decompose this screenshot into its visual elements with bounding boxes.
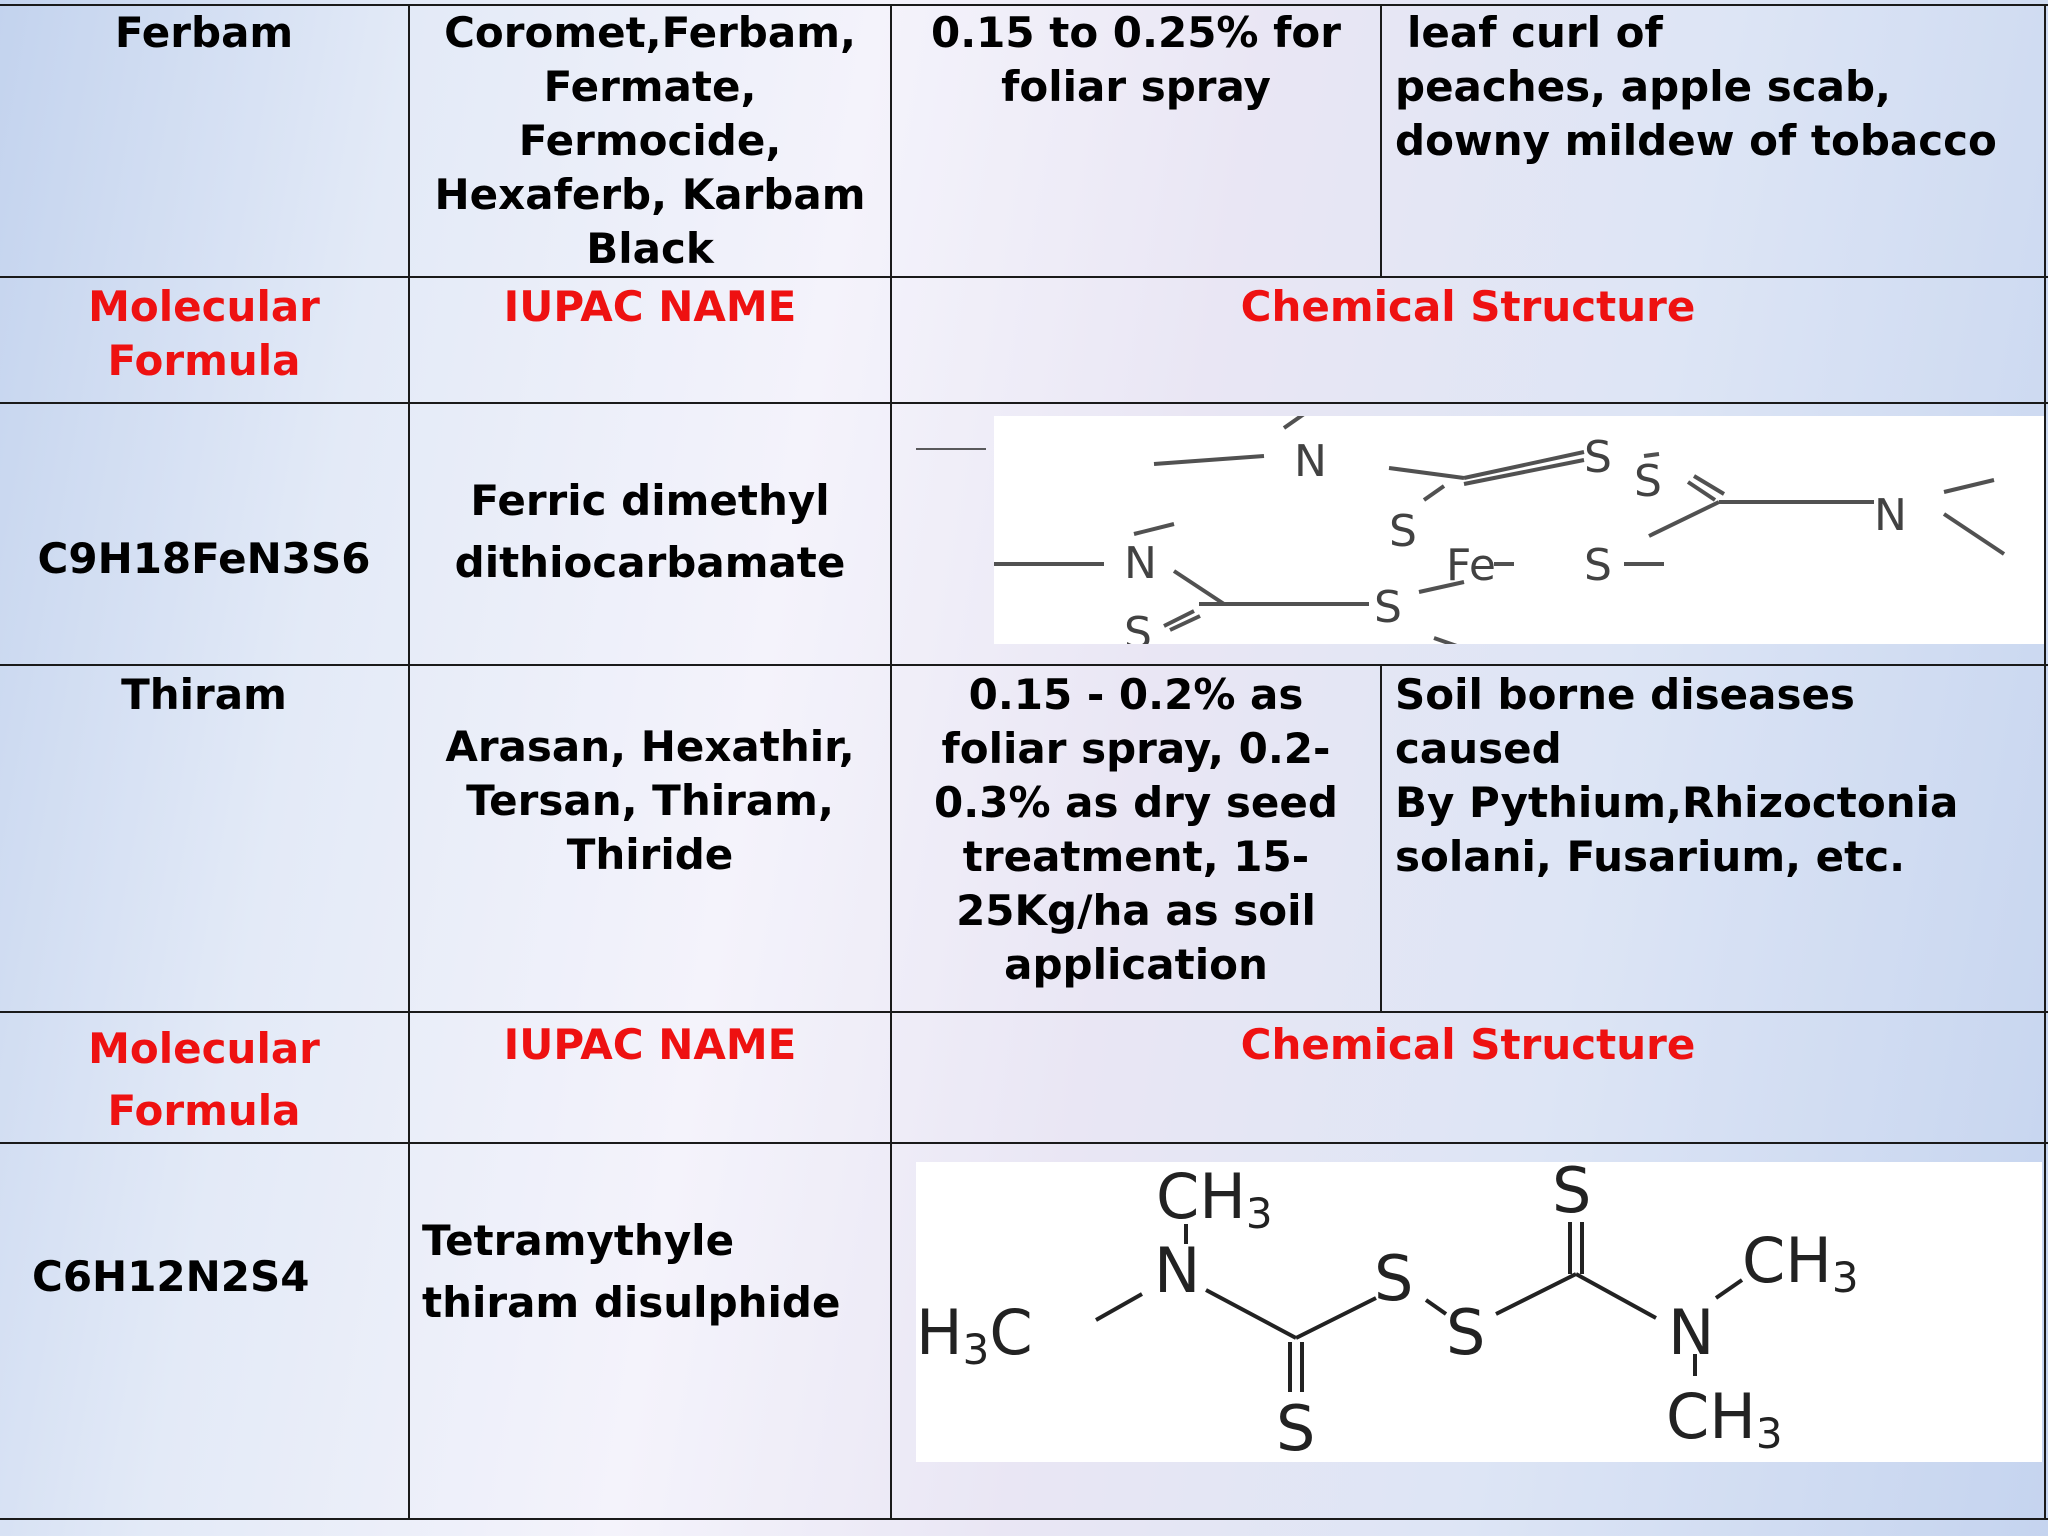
svg-text:H3C: H3C xyxy=(916,1296,1033,1374)
thiram-diseases-line: caused xyxy=(1395,724,1562,773)
svg-text:S: S xyxy=(1584,540,1612,591)
svg-text:CH3: CH3 xyxy=(1666,1380,1783,1458)
thiram-diseases-line: Soil borne diseases xyxy=(1395,670,1855,719)
ferbam-trade-names: Coromet,Ferbam, Fermate, Fermocide, Hexa… xyxy=(434,8,866,273)
grid-line xyxy=(0,1518,2048,1520)
ferbam-structure-drawing: N S S S Fe S N N S S xyxy=(994,416,2006,644)
header-line: Molecular xyxy=(88,282,320,331)
svg-text:N: N xyxy=(1124,538,1157,589)
ferbam-structure: N S S S Fe S N N S S xyxy=(994,416,2044,644)
svg-text:S: S xyxy=(1374,1242,1413,1315)
thiram-iupac: Tetramythyle thiram disulphide xyxy=(422,1210,890,1334)
chemical-structure-header: Chemical Structure xyxy=(1240,282,1696,331)
thiram-formula: C6H12N2S4 xyxy=(32,1252,310,1301)
grid-line xyxy=(408,4,410,1520)
ferbam-iupac: Ferric dimethyl dithiocarbamate xyxy=(410,470,890,594)
header-line: Formula xyxy=(107,336,301,385)
thiram-diseases-line: solani, Fusarium, etc. xyxy=(1395,832,1906,881)
thiram-diseases: Soil borne diseases caused By Pythium,Rh… xyxy=(1395,668,2045,884)
iupac-line: Tetramythyle xyxy=(422,1216,735,1265)
header-line: Molecular xyxy=(88,1024,320,1073)
grid-line xyxy=(0,276,2048,278)
ferbam-diseases: leaf curl of peaches, apple scab, downy … xyxy=(1395,6,2045,168)
svg-text:N: N xyxy=(1294,436,1327,487)
thiram-trade-names: Arasan, Hexathir, Tersan, Thiram, Thirid… xyxy=(445,722,855,879)
molecular-formula-header: Molecular Formula xyxy=(0,280,408,388)
iupac-line: dithiocarbamate xyxy=(454,538,846,587)
ferbam-diseases-line: downy mildew of tobacco xyxy=(1395,116,1997,165)
ferbam-dosage: 0.15 to 0.25% for foliar spray xyxy=(931,8,1341,111)
structure-bond-stub xyxy=(916,448,986,450)
grid-line xyxy=(0,664,2048,666)
thiram-dosage: 0.15 - 0.2% as foliar spray, 0.2-0.3% as… xyxy=(934,670,1338,989)
header-line: Formula xyxy=(107,1086,301,1135)
grid-line xyxy=(1380,4,1382,278)
svg-text:Fe: Fe xyxy=(1446,540,1496,591)
ferbam-diseases-line: leaf curl of xyxy=(1407,8,1663,57)
grid-line xyxy=(0,1011,2048,1013)
ferbam-formula: C9H18FeN3S6 xyxy=(37,534,371,583)
svg-text:N: N xyxy=(1874,490,1907,541)
svg-text:S: S xyxy=(1584,432,1612,483)
grid-line xyxy=(0,4,2048,6)
chemical-structure-header: Chemical Structure xyxy=(1240,1020,1696,1069)
thiram-diseases-line: By Pythium,Rhizoctonia xyxy=(1395,778,1959,827)
ferbam-diseases-line: peaches, apple scab, xyxy=(1395,62,1891,111)
iupac-name-header: IUPAC NAME xyxy=(503,1020,797,1069)
iupac-name-header: IUPAC NAME xyxy=(503,282,797,331)
svg-text:S: S xyxy=(1374,582,1402,633)
svg-text:CH3: CH3 xyxy=(1156,1162,1273,1238)
molecular-formula-header: Molecular Formula xyxy=(0,1018,408,1142)
iupac-line: thiram disulphide xyxy=(422,1278,841,1327)
grid-line xyxy=(0,402,2048,404)
grid-line xyxy=(0,1142,2048,1144)
svg-text:N: N xyxy=(1154,1234,1200,1307)
svg-text:CH3: CH3 xyxy=(1742,1224,1859,1302)
svg-text:S: S xyxy=(1634,456,1662,507)
svg-text:S: S xyxy=(1124,608,1152,644)
svg-text:N: N xyxy=(1668,1296,1714,1369)
grid-line xyxy=(1380,664,1382,1013)
thiram-name: Thiram xyxy=(121,670,287,719)
svg-text:S: S xyxy=(1446,1296,1485,1369)
thiram-structure-drawing: CH3 N H3C S S S N CH3 S CH3 xyxy=(916,1162,1859,1462)
svg-text:S: S xyxy=(1389,506,1417,557)
grid-line xyxy=(2044,4,2046,1520)
svg-text:S: S xyxy=(1276,1392,1315,1462)
iupac-line: Ferric dimethyl xyxy=(470,476,830,525)
svg-text:S: S xyxy=(1552,1162,1591,1227)
grid-line xyxy=(890,4,892,1520)
ferbam-name: Ferbam xyxy=(114,8,294,57)
thiram-structure: CH3 N H3C S S S N CH3 S CH3 xyxy=(916,1162,2042,1462)
